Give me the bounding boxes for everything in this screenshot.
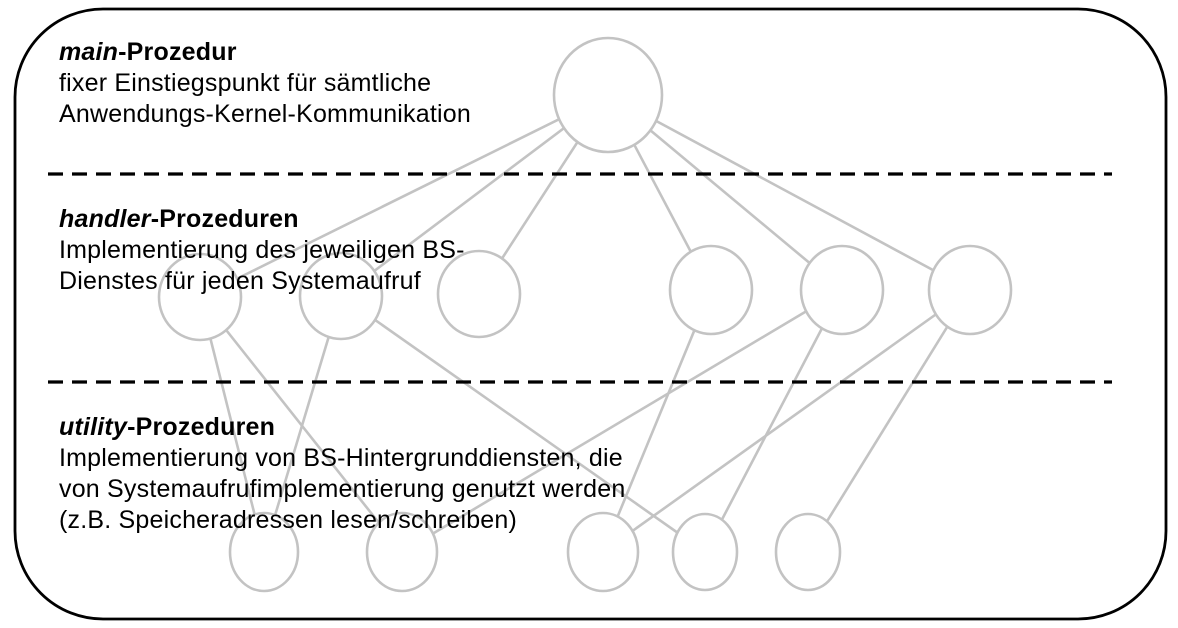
edge-h6-u5 [806,289,972,553]
node-utility-u1 [228,511,300,593]
section-title-utility: utility-Prozeduren [59,413,276,441]
edge-h2-u4 [340,294,706,554]
edge-h2-u1 [262,295,343,553]
node-handler-h2 [298,251,384,341]
section-title-main: main-Prozedur [59,38,237,66]
node-handler-h4 [668,244,754,336]
section-text-line: Anwendungs-Kernel-Kommunikation [59,100,471,128]
section-text-line: Implementierung von BS-Hintergrunddienst… [59,444,623,472]
section-label-utility: utility-Prozeduren Implementierung von B… [59,412,625,536]
node-utility-u4 [671,512,739,592]
node-handler-h6 [927,244,1013,336]
section-text-line: (z.B. Speicheradressen lesen/schreiben) [59,506,518,534]
node-utility-u5 [774,512,842,592]
section-text-line: Implementierung des jeweiligen BS- [59,236,465,264]
edge-main-h1 [199,93,609,299]
node-utility-u3 [566,511,640,593]
section-text-line: von Systemaufrufimplementierung genutzt … [59,475,626,503]
node-handler-h5 [799,244,885,336]
node-main-main [552,36,664,154]
edge-h6-u3 [602,288,971,554]
section-text-line: Dienstes für jeden Systemaufruf [59,267,421,295]
node-handler-h1 [157,252,243,342]
edge-h5-u2 [401,288,843,554]
edge-h5-u4 [703,289,844,553]
section-text-line: fixer Einstiegspunkt für sämtliche [59,69,432,97]
outer-border [13,7,1168,621]
section-label-main: main-Prozedur fixer Einstiegspunkt für s… [59,37,471,130]
node-handler-h3 [436,249,522,339]
section-title-handler: handler-Prozeduren [59,205,299,233]
section-label-handler: handler-Prozeduren Implementierung des j… [59,204,465,297]
edge-h4-u3 [601,289,713,553]
node-utility-u2 [365,511,439,593]
edge-main-h6 [607,93,971,292]
